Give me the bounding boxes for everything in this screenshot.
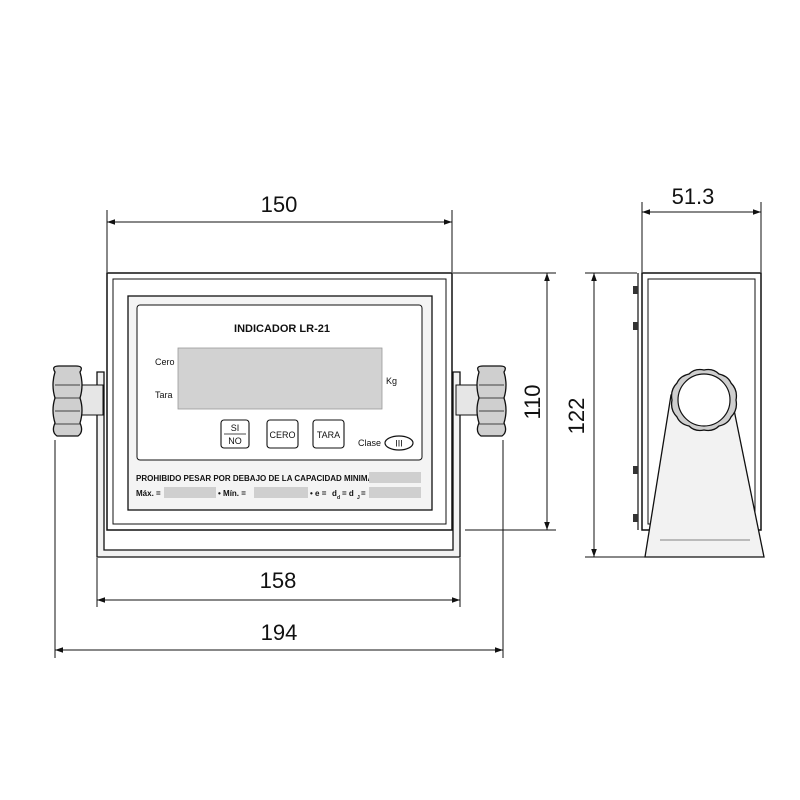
min-label: • Mín. =: [218, 489, 246, 498]
max-label: Máx. =: [136, 489, 161, 498]
d-end: =: [361, 489, 366, 498]
left-knob: [52, 365, 104, 437]
dim-label-122: 122: [564, 398, 589, 435]
btn-cero-label: CERO: [269, 430, 295, 440]
btn-no-label: NO: [228, 436, 242, 446]
clase-value: III: [395, 439, 403, 449]
e-label: • e =: [310, 489, 327, 498]
btn-tara-label: TARA: [317, 430, 340, 440]
min-field: [254, 487, 308, 498]
max-field: [164, 487, 216, 498]
dim-label-158: 158: [260, 568, 297, 593]
btn-si-label: SI: [231, 423, 240, 433]
right-knob: [455, 365, 507, 437]
panel-title: INDICADOR LR-21: [234, 323, 330, 335]
dim-label-194: 194: [261, 620, 298, 645]
cero-button[interactable]: CERO: [266, 419, 299, 449]
clase-badge: [384, 435, 414, 451]
side-view: [633, 272, 765, 558]
min-capacity-field: [369, 472, 421, 483]
d-sub-2: J: [357, 495, 360, 501]
lcd-display: [177, 347, 383, 410]
front-bracket: [96, 371, 461, 558]
label-tare: Tara: [155, 390, 173, 400]
unit-label: Kg: [386, 376, 397, 386]
d-label: d: [332, 489, 337, 498]
d-sub-1: d: [337, 495, 340, 501]
d-eq: = d: [342, 489, 354, 498]
dim-label-150: 150: [261, 192, 298, 217]
dim-label-51-3: 51.3: [672, 184, 715, 209]
dimension-lines: [54, 202, 762, 658]
front-view: INDICADOR LR-21 Cero Tara Kg SI NO CERO …: [52, 272, 507, 558]
dim-label-110: 110: [520, 384, 545, 419]
tara-button[interactable]: TARA: [312, 419, 345, 449]
d-field: [369, 487, 421, 498]
label-zero: Cero: [155, 357, 175, 367]
clase-label: Clase: [358, 438, 381, 448]
warning-text: PROHIBIDO PESAR POR DEBAJO DE LA CAPACID…: [136, 474, 404, 483]
si-no-button[interactable]: SI NO: [220, 419, 250, 449]
